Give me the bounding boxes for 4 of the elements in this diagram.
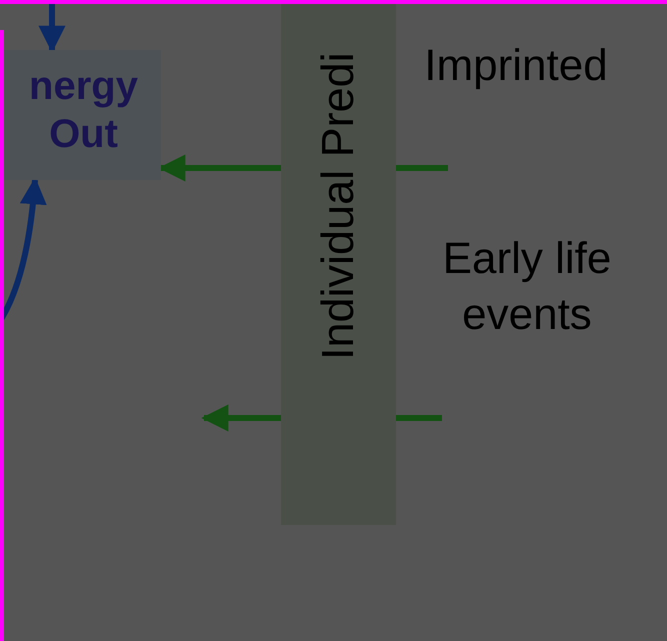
node-label: nergy Out xyxy=(28,63,139,158)
node-label: Individual Predi xyxy=(312,52,364,360)
text-label: Imprinted xyxy=(423,40,609,92)
text-label: Early life events xyxy=(442,233,612,341)
